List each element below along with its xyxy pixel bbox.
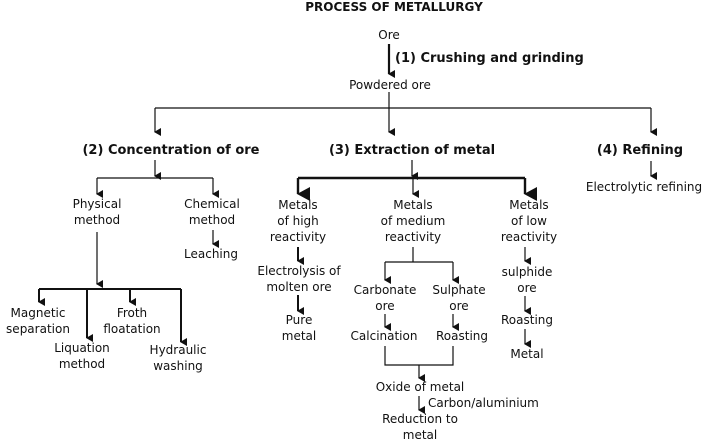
node-medium-reactivity: Metals of medium reactivity (381, 197, 446, 245)
node-medium-line: Metals (393, 198, 433, 212)
node-physical-method-line: Physical (72, 197, 122, 211)
node-concentration: (2) Concentration of ore (82, 143, 260, 158)
node-chemical-method-line: method (188, 213, 236, 227)
node-extraction: (3) Extraction of metal (328, 143, 496, 158)
node-leaching: Leaching (184, 247, 238, 261)
node-low-line: of low (511, 214, 547, 228)
node-pure-metal-line: Pure (285, 313, 313, 327)
diagram-title: PROCESS OF METALLURGY (305, 0, 483, 14)
node-roasting-sulphide: Roasting (500, 313, 554, 327)
node-low-line: Metals (509, 198, 549, 212)
node-sulphide-line: ore (517, 281, 537, 295)
node-magnetic-separation: Magnetic separation (6, 305, 70, 337)
node-electrolysis: Electrolysis of molten ore (257, 263, 340, 295)
node-chemical-method: Chemical method (184, 196, 240, 228)
node-hydraulic-washing: Hydraulic washing (150, 342, 207, 374)
node-physical-method: Physical method (73, 196, 122, 228)
label-carbon-aluminium: Carbon/aluminium (428, 396, 539, 410)
node-carbonate-ore: Carbonate ore (354, 282, 417, 314)
node-ore: Ore (378, 28, 400, 42)
node-carbonate-line: ore (375, 299, 395, 313)
node-sulphide-line: sulphide (501, 265, 553, 279)
node-reduction-line: Reduction to (382, 412, 458, 426)
connector-merge (384, 346, 454, 366)
node-high-line: Metals (278, 198, 318, 212)
node-froth-line: floatation (103, 322, 161, 336)
node-high-line: of high (277, 214, 319, 228)
node-high-line: reactivity (269, 230, 327, 244)
node-liquation-line: Liquation (54, 341, 110, 355)
node-refining: (4) Refining (596, 143, 684, 158)
node-reduction-to-metal: Reduction to metal (382, 411, 458, 443)
node-reduction-line: metal (402, 428, 438, 442)
node-sulphate-line: Sulphate (432, 283, 486, 297)
node-high-reactivity: Metals of high reactivity (270, 197, 326, 245)
label-crushing-grinding: (1) Crushing and grinding (395, 51, 584, 66)
node-electrolysis-line: molten ore (266, 280, 332, 294)
node-medium-line: of medium (380, 214, 446, 228)
node-hydraulic-line: washing (153, 359, 203, 373)
node-physical-method-line: method (73, 213, 121, 227)
node-sulphide-ore: sulphide ore (502, 264, 553, 296)
node-liquation-line: method (58, 357, 106, 371)
connector-main-split (155, 92, 651, 109)
node-medium-line: reactivity (384, 230, 442, 244)
node-low-reactivity: Metals of low reactivity (501, 197, 557, 245)
node-powdered-ore: Powdered ore (349, 78, 431, 92)
node-low-line: reactivity (500, 230, 558, 244)
node-carbonate-line: Carbonate (353, 283, 417, 297)
node-calcination: Calcination (350, 329, 418, 343)
node-chemical-method-line: Chemical (184, 197, 240, 211)
node-sulphate-line: ore (449, 299, 469, 313)
node-roasting-sulphate: Roasting (435, 329, 489, 343)
node-electrolytic-refining: Electrolytic refining (585, 180, 703, 194)
node-pure-metal: Pure metal (282, 312, 316, 344)
node-magnetic-line: Magnetic (10, 306, 66, 320)
node-magnetic-line: separation (6, 322, 70, 336)
node-froth-line: Froth (116, 306, 148, 320)
node-sulphate-ore: Sulphate ore (432, 282, 485, 314)
node-pure-metal-line: metal (281, 329, 317, 343)
node-oxide-of-metal: Oxide of metal (375, 380, 465, 394)
node-hydraulic-line: Hydraulic (149, 343, 207, 357)
node-liquation-method: Liquation method (54, 340, 110, 372)
node-metal: Metal (510, 347, 544, 361)
node-electrolysis-line: Electrolysis of (257, 264, 341, 278)
node-froth-floatation: Froth floatation (103, 305, 160, 337)
